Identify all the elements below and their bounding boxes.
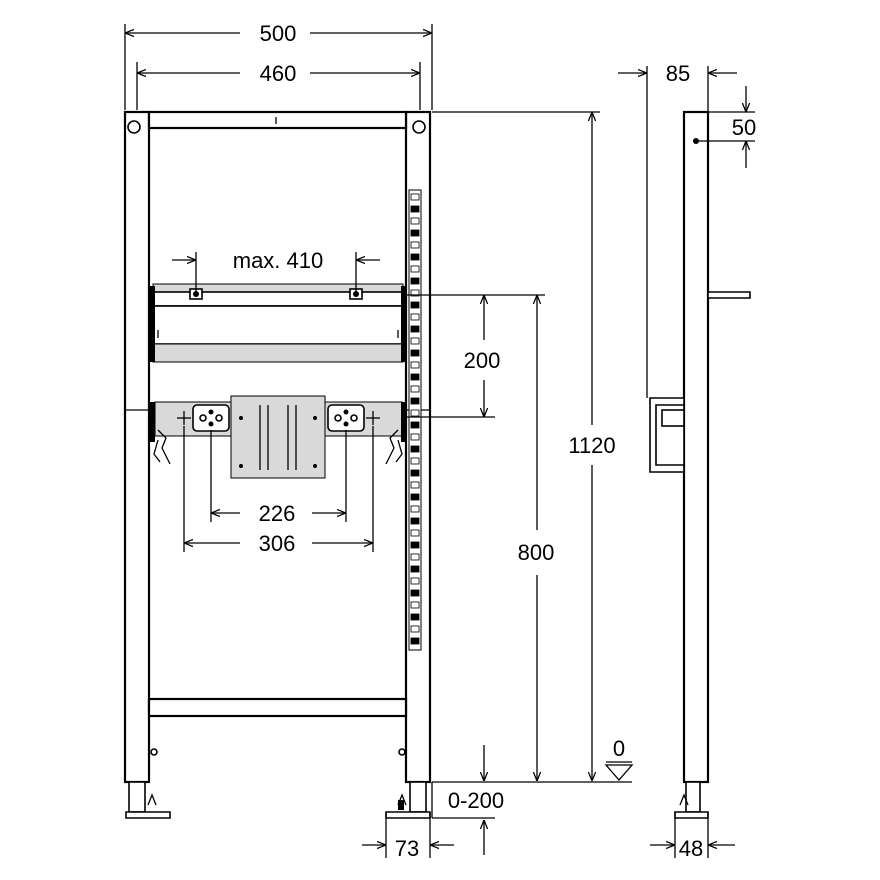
scale-tick bbox=[410, 265, 420, 273]
foot-left bbox=[125, 748, 171, 819]
dim-max-410: max. 410 bbox=[233, 248, 324, 273]
scale-tick bbox=[410, 457, 420, 465]
scale-tick bbox=[410, 217, 420, 225]
upper-crossbar bbox=[150, 283, 406, 363]
dim-48: 48 bbox=[679, 836, 703, 861]
dim-85: 85 bbox=[666, 61, 690, 86]
lower-crossbar bbox=[150, 395, 406, 479]
scale-tick bbox=[410, 349, 420, 357]
scale-tick bbox=[410, 301, 420, 309]
dim-zero: 0 bbox=[613, 736, 625, 761]
scale-tick bbox=[410, 277, 420, 285]
scale-tick bbox=[410, 541, 420, 549]
scale-tick bbox=[410, 613, 420, 621]
bottom-rail bbox=[147, 697, 408, 718]
scale-tick bbox=[410, 481, 420, 489]
left-post bbox=[123, 110, 151, 784]
scale-tick bbox=[410, 337, 420, 345]
dimension-lines bbox=[124, 24, 755, 858]
scale-tick bbox=[410, 529, 420, 537]
dim-50: 50 bbox=[732, 115, 756, 140]
scale-tick bbox=[410, 601, 420, 609]
foot-right bbox=[385, 748, 431, 819]
scale-tick bbox=[410, 589, 420, 597]
dim-306: 306 bbox=[259, 531, 296, 556]
center-bracket bbox=[230, 395, 326, 479]
scale-tick bbox=[410, 289, 420, 297]
scale-tick bbox=[410, 517, 420, 525]
scale-tick bbox=[410, 577, 420, 585]
dim-73: 73 bbox=[395, 836, 419, 861]
mounting-hole-left bbox=[127, 120, 141, 134]
front-view bbox=[123, 110, 432, 819]
scale-tick bbox=[410, 241, 420, 249]
scale-tick bbox=[410, 421, 420, 429]
dim-1120: 1120 bbox=[568, 433, 615, 458]
scale-tick bbox=[410, 373, 420, 381]
scale-tick bbox=[410, 193, 420, 201]
connection-plate-right bbox=[327, 404, 365, 432]
connection-plate-left bbox=[192, 404, 230, 432]
dim-500: 500 bbox=[260, 21, 297, 46]
scale-tick bbox=[410, 469, 420, 477]
side-post bbox=[682, 110, 710, 784]
scale-tick bbox=[410, 205, 420, 213]
dim-0-200: 0-200 bbox=[448, 788, 504, 813]
scale-tick bbox=[410, 385, 420, 393]
height-scale bbox=[408, 189, 422, 651]
dim-200: 200 bbox=[464, 348, 501, 373]
scale-tick bbox=[410, 505, 420, 513]
top-rail bbox=[147, 110, 408, 130]
scale-tick bbox=[410, 361, 420, 369]
scale-tick bbox=[410, 253, 420, 261]
scale-tick bbox=[410, 565, 420, 573]
scale-tick bbox=[410, 313, 420, 321]
dim-800: 800 bbox=[518, 540, 555, 565]
scale-tick bbox=[410, 325, 420, 333]
dim-460: 460 bbox=[260, 61, 297, 86]
scale-tick bbox=[410, 409, 420, 417]
scale-tick bbox=[410, 553, 420, 561]
scale-tick bbox=[410, 397, 420, 405]
scale-tick bbox=[410, 229, 420, 237]
side-view bbox=[649, 110, 751, 819]
scale-tick bbox=[410, 445, 420, 453]
dim-226: 226 bbox=[259, 501, 296, 526]
dimension-labels: 500 460 max. 410 200 1120 226 306 800 0 … bbox=[233, 21, 756, 861]
scale-tick bbox=[410, 637, 420, 645]
scale-tick bbox=[410, 433, 420, 441]
scale-tick bbox=[410, 493, 420, 501]
scale-tick bbox=[410, 625, 420, 633]
mounting-hole-right bbox=[412, 120, 426, 134]
